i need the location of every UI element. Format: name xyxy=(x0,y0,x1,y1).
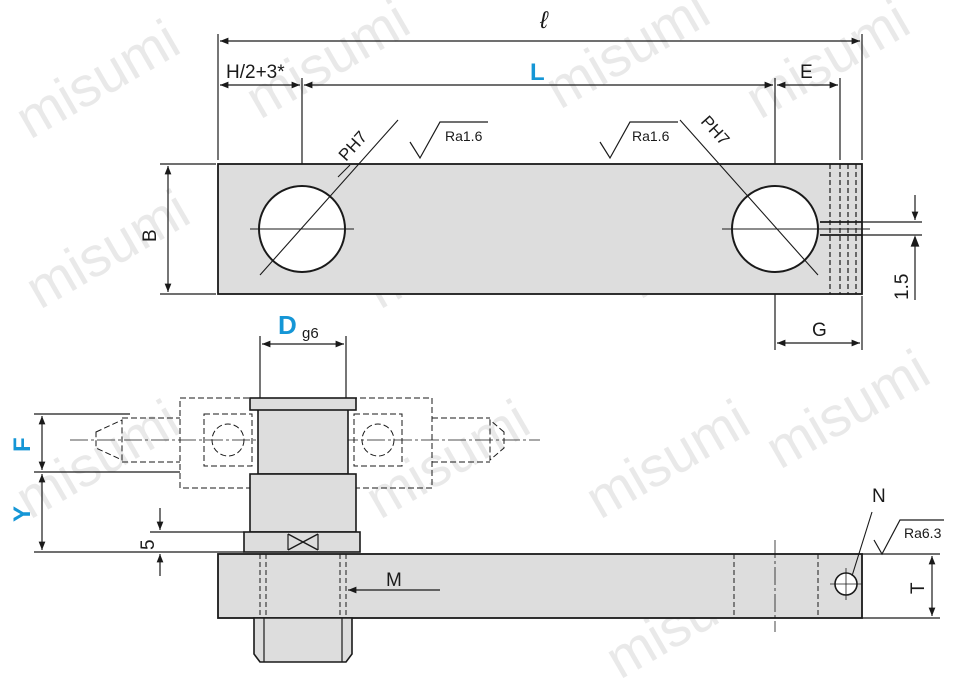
roughness-right-symbol xyxy=(599,121,678,160)
shaft xyxy=(257,399,349,475)
side-view xyxy=(34,336,944,663)
slot xyxy=(820,221,862,236)
watermark-11: misumi xyxy=(755,337,940,480)
label-slot-width: 1.5 xyxy=(892,274,913,300)
label-dim-5: 5 xyxy=(138,539,159,550)
label-thick-T: T xyxy=(908,582,929,594)
label-end-E: E xyxy=(800,62,813,83)
roughness-left-symbol xyxy=(409,121,488,160)
top-view xyxy=(160,34,922,350)
label-thread-M: M xyxy=(386,570,402,591)
shaft-flange xyxy=(249,397,357,411)
label-left-offset: H/2+3* xyxy=(226,62,285,83)
label-slot-G: G xyxy=(812,320,827,341)
label-roughness-left: Ra1.6 xyxy=(445,128,483,144)
shaft-body xyxy=(249,473,357,533)
watermark-4: misumi xyxy=(735,0,920,130)
label-roughness-N: Ra6.3 xyxy=(904,525,942,541)
roughness-N-symbol xyxy=(873,519,944,556)
watermark-3: misumi xyxy=(535,0,720,120)
label-dim-Y: Y xyxy=(9,506,36,522)
label-height-B: B xyxy=(140,229,161,242)
label-dim-F: F xyxy=(9,437,36,452)
label-hole-left: PH7 xyxy=(335,127,371,164)
label-overall-length: ℓ xyxy=(539,7,549,34)
label-shaft-tol: g6 xyxy=(302,325,319,342)
label-roughness-right: Ra1.6 xyxy=(632,128,670,144)
watermark-5: misumi xyxy=(15,177,200,320)
watermark-10: misumi xyxy=(575,387,760,530)
watermark-1: misumi xyxy=(5,7,190,150)
nut xyxy=(253,617,353,663)
label-hole-N: N xyxy=(872,486,886,507)
watermark-9: misumi xyxy=(355,387,540,530)
arm-side xyxy=(217,553,863,619)
label-pitch-L: L xyxy=(530,59,545,86)
label-hole-right: PH7 xyxy=(697,112,733,149)
label-shaft-D: D xyxy=(278,310,297,340)
